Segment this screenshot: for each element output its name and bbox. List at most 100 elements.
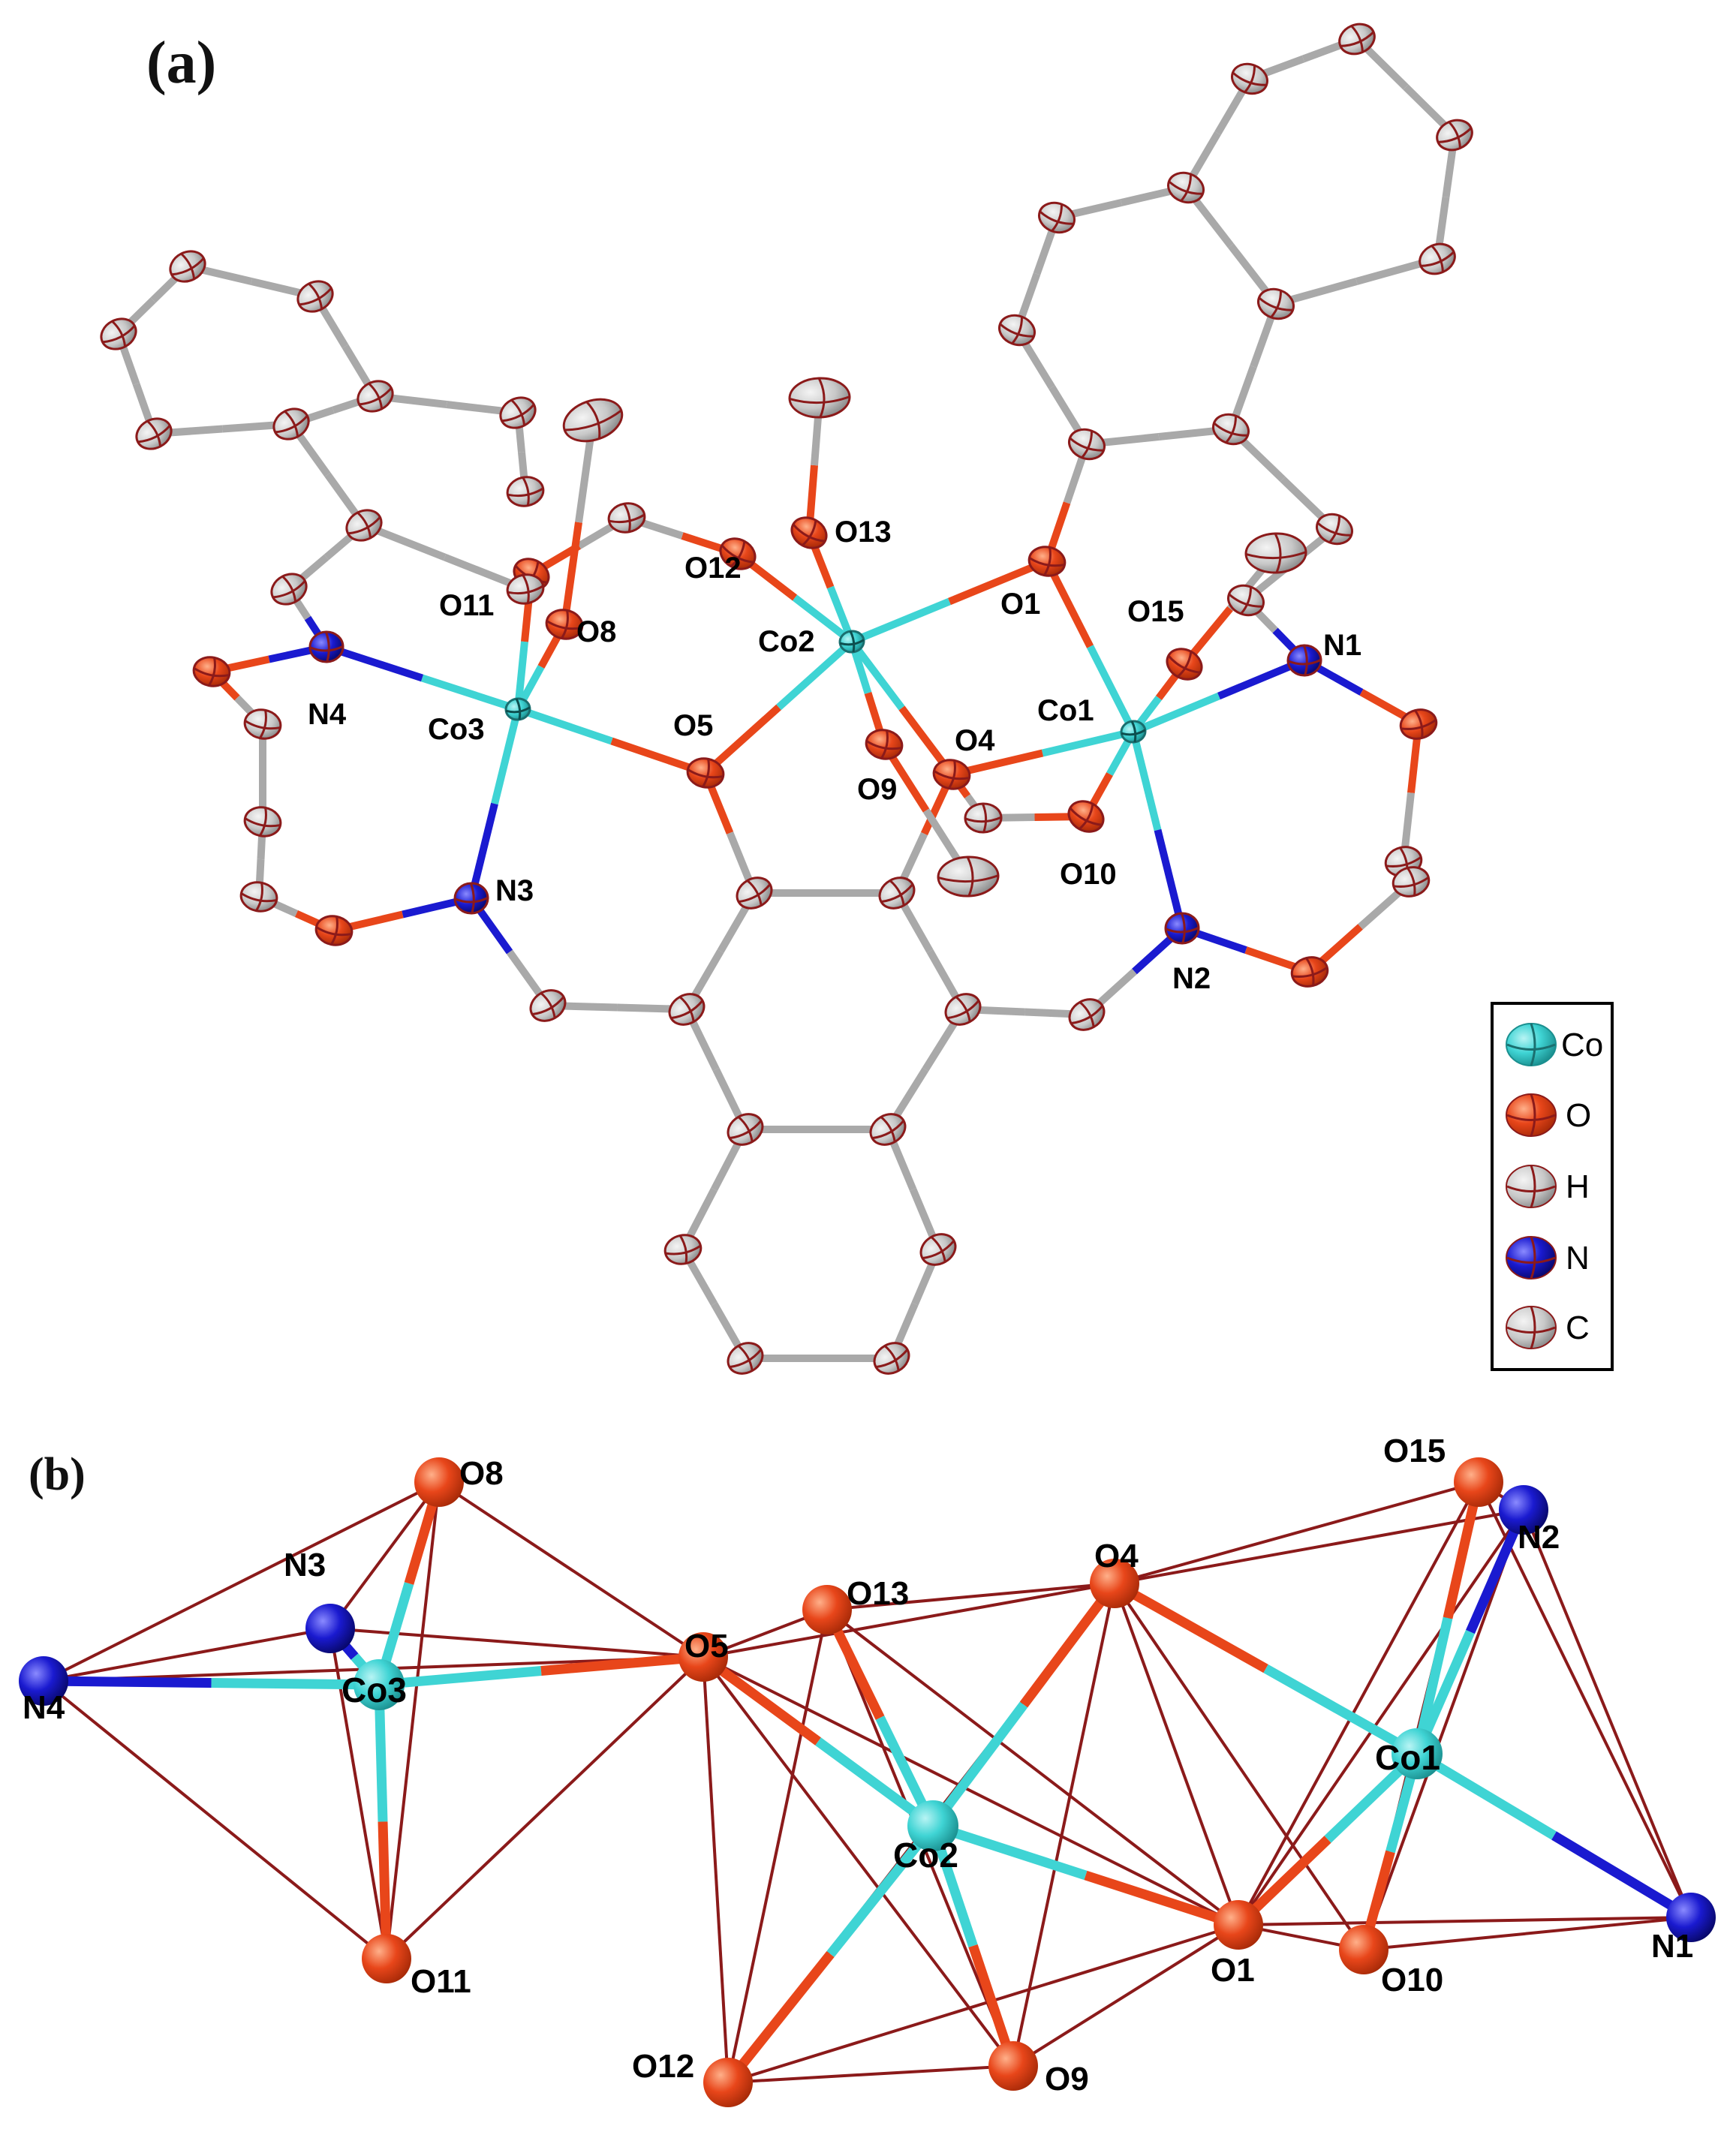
- atom-b-O8: [414, 1457, 464, 1507]
- atom-N4: [308, 630, 344, 663]
- atom-q4: [357, 380, 394, 413]
- atom-q12: [506, 573, 545, 605]
- bond-c10-c5: [679, 1127, 749, 1252]
- atom-Co3: [504, 697, 531, 721]
- atom-q1: [270, 573, 308, 606]
- atom-c2: [878, 877, 916, 910]
- bond-p4-p5: [1013, 328, 1091, 447]
- atom-label-O8: O8: [576, 615, 616, 648]
- bond-q7-q8: [186, 263, 317, 300]
- atom-b-Co2: [907, 1800, 958, 1851]
- atom-m8: [562, 398, 624, 443]
- atom-cr: [1068, 998, 1106, 1031]
- panel-a-atom-labels: O11 O8 O12 O13 Co2 O1 O15 N1 N4 Co3 O5 O…: [308, 516, 1361, 995]
- atom-N3: [453, 882, 489, 915]
- atom-me1: [937, 856, 1000, 898]
- atom-Co1: [1120, 720, 1147, 744]
- atom-cl: [529, 989, 567, 1022]
- atom-q11: [607, 502, 646, 534]
- legend-swatch-N: [1506, 1236, 1557, 1280]
- atom-label-N2: N2: [1172, 962, 1211, 995]
- atom-q8: [296, 280, 334, 313]
- atom-label-O12: O12: [684, 552, 742, 585]
- atom-O12: [719, 537, 757, 570]
- panel-b-atoms: [19, 1457, 1716, 2107]
- bond-q2-q12: [363, 522, 527, 593]
- bond-r3-r4: [1307, 879, 1414, 975]
- atom-q6: [100, 317, 137, 350]
- atom-label-O4: O4: [955, 724, 995, 757]
- atom-b-O5: [678, 1632, 728, 1682]
- atom-p8: [1257, 287, 1295, 320]
- legend-item-O: O: [1506, 1093, 1591, 1137]
- atom-b-O11: [362, 1934, 411, 1983]
- bond-c7-c8: [888, 1248, 942, 1360]
- edge-O4-O1: [1113, 1583, 1240, 1926]
- bond-O5-c1: [702, 771, 758, 895]
- atom-n4a: [243, 708, 282, 740]
- atom-r4: [1290, 956, 1329, 988]
- atom-p9: [1231, 62, 1268, 95]
- co-bond-Co1-N2: [1413, 1508, 1528, 1756]
- atom-n4d: [239, 881, 278, 913]
- atom-label-b-N4: N4: [23, 1689, 65, 1726]
- atom-label-b-O8: O8: [459, 1455, 504, 1492]
- atom-N2: [1164, 912, 1200, 945]
- legend-label-H: H: [1566, 1168, 1590, 1205]
- atom-c3: [944, 993, 982, 1026]
- edge-O5-O1: [703, 1655, 1239, 1926]
- edge-N2-N1: [1522, 1509, 1692, 1918]
- atom-b-Co3: [354, 1659, 405, 1710]
- bond-p10-p11: [1354, 36, 1458, 138]
- bond-p7-p8: [1183, 185, 1279, 307]
- atom-label-b-O12: O12: [632, 2048, 694, 2085]
- atom-label-b-O1: O1: [1211, 1952, 1255, 1989]
- legend-label-Co: Co: [1561, 1027, 1603, 1063]
- atom-b-N2: [1499, 1485, 1548, 1535]
- edge-O13-O4: [826, 1582, 1115, 1611]
- co-bond-Co1-N1: [1414, 1749, 1694, 1922]
- bond-c6-cl: [547, 1002, 687, 1013]
- atom-Co2: [838, 630, 865, 654]
- atom-b-N1: [1666, 1893, 1716, 1942]
- bond-O8-m8: [561, 419, 597, 625]
- bond-q4-q9: [375, 392, 519, 416]
- atom-b-O10: [1339, 1925, 1388, 1974]
- edge-N3-O8: [329, 1481, 441, 1630]
- legend-swatch-H: [1506, 1165, 1557, 1208]
- atom-label-b-N3: N3: [284, 1547, 326, 1583]
- atom-label-b-O11: O11: [411, 1963, 471, 2000]
- legend-item-C: C: [1506, 1306, 1590, 1349]
- atom-b-O15: [1454, 1457, 1503, 1507]
- atom-label-b-Co1: Co1: [1375, 1738, 1440, 1777]
- atom-q9: [499, 396, 537, 429]
- atom-p11: [1436, 119, 1473, 152]
- atom-n4e: [314, 915, 354, 946]
- legend-label-C: C: [1566, 1310, 1590, 1346]
- legend-label-N: N: [1566, 1240, 1590, 1276]
- panel-b-polyhedron-edges: [42, 1481, 1692, 2084]
- atom-c5: [727, 1113, 764, 1146]
- bond-c5-c6: [683, 1007, 749, 1132]
- atom-c4: [869, 1113, 907, 1146]
- bond-p11-p12: [1434, 134, 1458, 260]
- bond-Co3-N4: [325, 643, 519, 713]
- atom-label-N4: N4: [308, 698, 347, 731]
- edge-N4-N3: [43, 1627, 331, 1682]
- atom-p1: [1227, 584, 1265, 617]
- bond-q5-q6: [115, 332, 158, 435]
- bond-cl-N3: [468, 896, 552, 1008]
- atom-p6: [1038, 201, 1076, 234]
- co-bond-Co2-O5: [700, 1652, 936, 1830]
- atom-c9: [727, 1342, 764, 1375]
- panel-b-atom-labels: O8 O15 N2 N3 O4 O13 O5 N4 Co3 Co1 Co2 O1…: [23, 1433, 1693, 2097]
- edge-O5-O12: [702, 1656, 730, 2083]
- bond-p3-p4: [1086, 425, 1232, 448]
- bond-p5-p6: [1013, 216, 1061, 332]
- atom-label-O5: O5: [673, 709, 713, 742]
- atom-n4c: [243, 806, 282, 837]
- atom-b-O4: [1090, 1559, 1139, 1608]
- panel-a-label: (a): [146, 30, 216, 96]
- atom-N1: [1286, 644, 1322, 677]
- atom-c1: [736, 877, 773, 910]
